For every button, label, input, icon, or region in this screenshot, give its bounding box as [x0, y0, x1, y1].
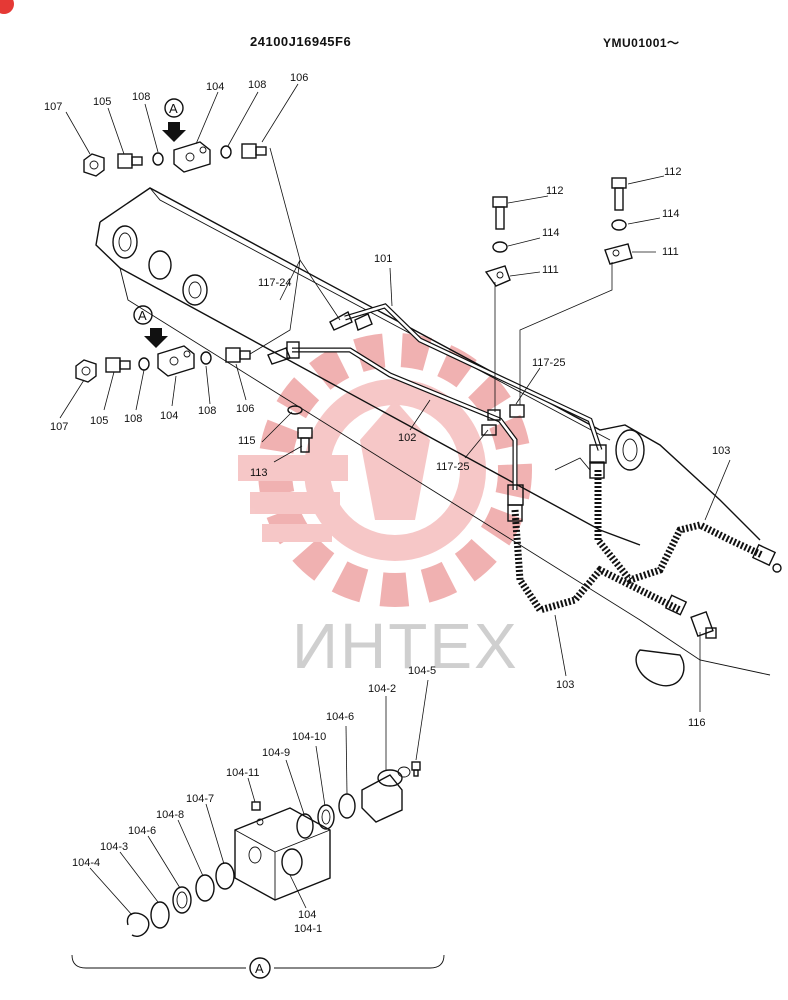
detail-a-plug-104-11: [251, 801, 261, 811]
view-marker-middle: [133, 305, 153, 325]
hose-103-lower: [507, 504, 688, 616]
label-104-11: 104-11: [226, 767, 259, 779]
bracket-111-right: [604, 243, 633, 265]
label-115: 115: [238, 435, 256, 447]
drawing-number: 24100J16945F6: [250, 34, 352, 49]
label-108-top-a: 108: [132, 91, 150, 103]
label-108-middle-a: 108: [124, 413, 142, 425]
washer-114-left: [492, 241, 508, 253]
label-111-right: 111: [662, 246, 679, 258]
label-114-right: 114: [662, 208, 680, 220]
label-104-4: 104-4: [72, 857, 100, 869]
label-104-2: 104-2: [368, 683, 396, 695]
hose-103-upper: [589, 461, 782, 585]
label-117-24: 117-24: [258, 277, 291, 289]
detail-a-rings: [126, 793, 356, 937]
label-104-7: 104-7: [186, 793, 214, 805]
label-112-right: 112: [664, 166, 682, 178]
detail-a-cap-104-2: [361, 766, 411, 823]
bracket-111-left: [484, 265, 511, 287]
pipe-102: [286, 341, 607, 506]
label-104-10: 104-10: [292, 731, 326, 743]
detail-a-block: [234, 807, 331, 901]
label-104-8: 104-8: [156, 809, 184, 821]
label-101: 101: [374, 253, 392, 265]
leader-lines: [59, 83, 731, 916]
label-106-top: 106: [290, 72, 308, 84]
label-108-top-b: 108: [248, 79, 266, 91]
label-106-middle: 106: [236, 403, 254, 415]
view-marker-bottom-letter: A: [255, 961, 264, 976]
label-103-upper: 103: [712, 445, 730, 457]
detail-a-brace: [71, 954, 445, 969]
label-112-left: 112: [546, 185, 564, 197]
label-114-left: 114: [542, 227, 560, 239]
label-104-middle: 104: [160, 410, 178, 422]
fitting-row-middle: [75, 345, 251, 383]
watermark-logo: [238, 333, 532, 607]
washer-115: [287, 405, 303, 415]
clamp-117-24: [267, 311, 373, 365]
washer-114-right: [611, 219, 627, 231]
bolt-113: [297, 427, 313, 453]
label-104-3: 104-3: [100, 841, 128, 853]
label-107-top: 107: [44, 101, 62, 113]
fitting-116: [690, 610, 717, 639]
label-105-middle: 105: [90, 415, 108, 427]
label-104-5: 104-5: [408, 665, 436, 677]
detail-a-screw-104-5: [411, 761, 421, 777]
corner-logo: [0, 0, 14, 14]
arrow-middle: [144, 328, 168, 348]
label-104-detail: 104: [298, 909, 316, 921]
view-marker-bottom: [249, 957, 271, 979]
label-104-1: 104-1: [294, 923, 322, 935]
label-104-6-lower: 104-6: [128, 825, 156, 837]
arrow-top: [162, 122, 186, 142]
label-108-middle-b: 108: [198, 405, 216, 417]
view-marker-top: [164, 98, 184, 118]
label-105-top: 105: [93, 96, 111, 108]
watermark-text: ИНТЕХ: [292, 610, 519, 682]
label-104-9: 104-9: [262, 747, 290, 759]
bolt-112-right: [611, 177, 627, 211]
label-116: 116: [688, 717, 706, 729]
label-107-middle: 107: [50, 421, 68, 433]
label-117-25-lower: 117-25: [436, 461, 469, 473]
view-marker-top-letter: A: [169, 101, 178, 116]
label-113: 113: [250, 467, 268, 479]
label-111-left: 111: [542, 264, 559, 276]
serial-range: YMU01001～: [603, 36, 680, 50]
bolt-112-left: [492, 196, 508, 230]
label-104-top: 104: [206, 81, 224, 93]
label-103-lower: 103: [556, 679, 574, 691]
view-marker-middle-letter: A: [138, 308, 147, 323]
label-117-25-upper: 117-25: [532, 357, 565, 369]
label-102: 102: [398, 432, 416, 444]
clamp-117-25: [481, 404, 525, 436]
label-104-6-upper: 104-6: [326, 711, 354, 723]
pipe-101: [344, 303, 603, 451]
fitting-row-top: [83, 141, 267, 177]
part-labels: 107 105 108 104 108 106 117-24 101 102 1…: [44, 72, 730, 935]
